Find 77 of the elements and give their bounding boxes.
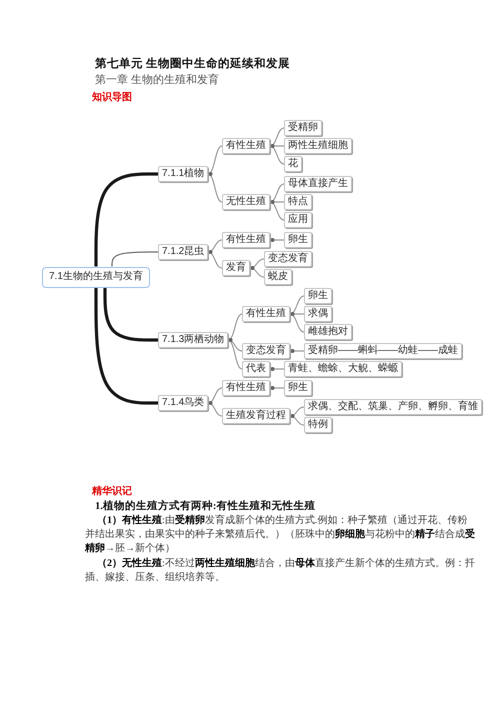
topic-text: 无性生殖 <box>226 196 266 207</box>
topic-text: 有性生殖 <box>226 382 266 393</box>
topic-text: 卵生 <box>288 234 308 245</box>
topic-text: 卵生 <box>288 382 308 393</box>
topic-box <box>242 343 290 359</box>
topic-text: 求偶 <box>308 308 328 319</box>
topic-text: 两性生殖细胞 <box>288 140 348 151</box>
point-heading: 1.植物的生殖方式有两种:有性生殖和无性生殖 <box>95 499 316 513</box>
topic-box <box>222 380 270 396</box>
topic-text: 有性生殖 <box>226 234 266 245</box>
topic-box <box>222 138 270 154</box>
topic-box <box>304 288 332 304</box>
topic-text: 蜕皮 <box>268 271 288 282</box>
topic-text: 生殖发育过程 <box>226 410 286 421</box>
paragraph: （1）有性生殖:由受精卵发育成新个体的生殖方式.例如：种子繁殖（通过开花、传粉并结出果实，由果实中的种子来繁殖后代。）（胚珠中的卵细胞与花粉中的精子结合成受精卵→胚→新个体） <box>85 514 476 556</box>
topic-text: 母体直接产生 <box>288 178 348 189</box>
branch-line <box>228 340 242 370</box>
topic-box <box>284 156 302 172</box>
branch-line <box>94 172 158 266</box>
topic-text: 7.1.3两栖动物 <box>162 334 224 345</box>
unit-title: 第七单元 生物圈中生命的延续和发展 <box>95 56 290 71</box>
topic-text: 特点 <box>288 196 308 207</box>
topic-text: 变态发育 <box>268 253 308 264</box>
topic-box <box>304 399 482 415</box>
topic-box <box>158 332 228 348</box>
topic-box <box>264 269 292 285</box>
topic-box <box>284 212 312 228</box>
chapter-heading: 第一章 生物的生殖和发育 <box>95 72 219 87</box>
topic-box <box>304 417 332 433</box>
topic-text: 有性生殖 <box>246 308 286 319</box>
topic-box <box>304 306 332 322</box>
topic-box <box>222 194 270 210</box>
topic-text: 雌雄抱对 <box>308 326 348 337</box>
topic-text: 7.1.1植物 <box>162 168 204 179</box>
topic-text: 代表 <box>246 363 266 374</box>
topic-box <box>284 361 402 377</box>
topic-text: 发育 <box>226 262 246 273</box>
topic-box <box>284 120 322 136</box>
topic-box <box>304 324 352 340</box>
topic-box <box>158 166 208 182</box>
topic-text: 受精卵——蝌蚪——幼蛙——成蛙 <box>308 345 458 356</box>
topic-text: 求偶、交配、筑巢、产卵、孵卵、育雏 <box>308 401 478 412</box>
topic-box <box>158 244 208 260</box>
topic-box <box>242 361 270 377</box>
branch-line <box>208 174 222 202</box>
topic-box <box>304 343 462 359</box>
paragraph: （2）无性生殖:不经过两性生殖细胞结合，由母体直接产生新个体的生殖方式。例：扦插、嫁接、压条、组织培养等。 <box>85 557 476 585</box>
topic-text: 7.1生物的生殖与发育 <box>49 270 143 282</box>
topic-text: 应用 <box>288 214 308 225</box>
topic-text: 特例 <box>308 419 328 430</box>
topic-text: 变态发育 <box>246 345 286 356</box>
topic-box <box>284 194 312 210</box>
topic-text: 有性生殖 <box>226 140 266 151</box>
topic-box <box>222 260 250 276</box>
central-topic-box <box>42 266 150 288</box>
topic-box <box>284 138 352 154</box>
topic-box <box>242 306 290 322</box>
topic-text: 花 <box>288 158 298 169</box>
topic-box <box>284 232 312 248</box>
topic-text: 7.1.4鸟类 <box>162 397 204 408</box>
branch-line <box>94 288 158 405</box>
section-heading: 精华识记 <box>92 484 132 498</box>
topic-box <box>222 232 270 248</box>
topic-box <box>222 408 290 424</box>
branch-line <box>208 146 222 174</box>
topic-box <box>284 176 352 192</box>
topic-box <box>158 395 208 411</box>
topic-box <box>284 380 312 396</box>
branch-line <box>112 252 158 267</box>
branch-line <box>103 288 158 342</box>
topic-box <box>264 251 312 267</box>
topic-text: 受精卵 <box>288 122 318 133</box>
topic-text: 7.1.2昆虫 <box>162 246 204 257</box>
branch-line <box>228 314 242 340</box>
topic-text: 卵生 <box>308 290 328 301</box>
section-heading: 知识导图 <box>92 90 132 104</box>
topic-text: 青蛙、蟾蜍、大鲵、蝾螈 <box>288 363 398 374</box>
